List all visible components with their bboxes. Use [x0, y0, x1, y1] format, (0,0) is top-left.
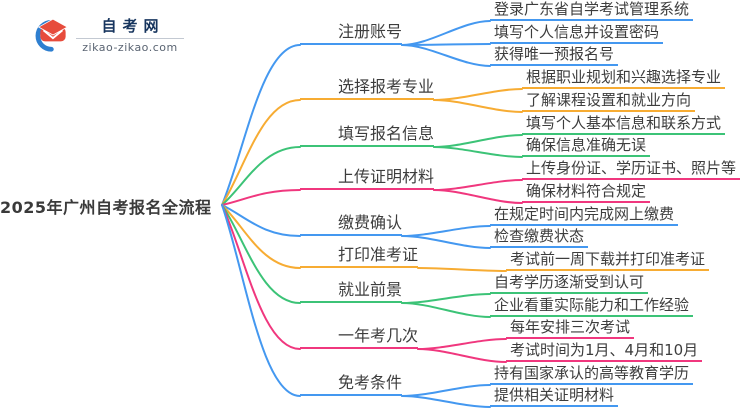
connector-root-b6	[221, 204, 301, 304]
connector-b4-l1	[401, 235, 491, 249]
leaf-login-system[interactable]: 登录广东省自学考试管理系统	[490, 0, 694, 21]
leaf-ability-experience[interactable]: 企业看重实际能力和工作经验	[490, 296, 694, 317]
leaf-check-payment[interactable]: 检查缴费状态	[490, 227, 589, 248]
connector-root-b2	[221, 146, 301, 206]
graduation-cap-icon	[35, 18, 68, 52]
connector-root-b3	[221, 189, 301, 206]
connector-b3-l0	[433, 179, 523, 191]
leaf-course-direction[interactable]: 了解课程设置和就业方向	[522, 91, 696, 112]
logo-divider	[76, 38, 184, 39]
connector-b0-l0	[401, 20, 491, 46]
branch-payment-confirm[interactable]: 缴费确认	[300, 212, 402, 236]
connector-root-b7	[221, 204, 301, 350]
logo-text: 自考网 zikao-zikao.com	[76, 15, 184, 54]
leaf-recognized-degree[interactable]: 持有国家承认的高等教育学历	[490, 364, 694, 385]
branch-upload-materials[interactable]: 上传证明材料	[300, 166, 434, 190]
connector-b5-l0	[417, 267, 507, 272]
connector-b3-l1	[433, 189, 523, 204]
branch-choose-major[interactable]: 选择报考专业	[300, 76, 434, 100]
connector-b8-l0	[401, 384, 491, 397]
branch-career-prospects[interactable]: 就业前景	[300, 279, 402, 303]
connector-b2-l0	[433, 134, 523, 148]
branch-register-account[interactable]: 注册账号	[300, 21, 402, 45]
leaf-get-preregister-id[interactable]: 获得唯一预报名号	[490, 45, 619, 66]
logo-domain: zikao-zikao.com	[82, 41, 178, 54]
branch-exemption[interactable]: 免考条件	[300, 372, 402, 396]
connector-b0-l2	[401, 44, 491, 67]
connector-b6-l1	[401, 302, 491, 318]
leaf-provide-proof[interactable]: 提供相关证明材料	[490, 386, 619, 407]
connector-b0-l1	[401, 43, 491, 46]
logo-title: 自考网	[101, 17, 165, 35]
leaf-download-ticket[interactable]: 考试前一周下载并打印准考证	[506, 250, 710, 271]
connector-root-b0	[221, 44, 301, 206]
connector-root-b1	[221, 99, 301, 206]
connector-b1-l0	[433, 88, 523, 101]
leaf-info-accuracy[interactable]: 确保信息准确无误	[522, 136, 651, 157]
connector-b2-l1	[433, 146, 523, 158]
connector-b7-l1	[417, 348, 507, 363]
root-topic[interactable]: 2025年广州自考报名全流程	[0, 198, 212, 217]
leaf-exam-months[interactable]: 考试时间为1月、4月和10月	[506, 341, 703, 362]
leaf-three-exams[interactable]: 每年安排三次考试	[506, 318, 635, 339]
connector-root-b5	[221, 204, 301, 269]
branch-exams-per-year[interactable]: 一年考几次	[300, 325, 418, 349]
connector-b7-l0	[417, 338, 507, 350]
connector-b6-l0	[401, 293, 491, 304]
branch-print-ticket[interactable]: 打印准考证	[300, 244, 418, 268]
leaf-career-interest[interactable]: 根据职业规划和兴趣选择专业	[522, 68, 726, 89]
leaf-materials-comply[interactable]: 确保材料符合规定	[522, 182, 651, 203]
leaf-set-password[interactable]: 填写个人信息并设置密码	[490, 23, 664, 44]
branch-fill-info[interactable]: 填写报名信息	[300, 123, 434, 147]
connector-root-b4	[221, 204, 301, 237]
leaf-pay-online[interactable]: 在规定时间内完成网上缴费	[490, 205, 679, 226]
connector-b8-l1	[401, 395, 491, 408]
connector-root-b8	[221, 204, 301, 397]
leaf-upload-id-photos[interactable]: 上传身份证、学历证书、照片等	[522, 159, 741, 180]
site-logo: 自考网 zikao-zikao.com	[30, 15, 184, 54]
connector-b1-l1	[433, 99, 523, 113]
leaf-degree-recognized[interactable]: 自考学历逐渐受到认可	[490, 273, 649, 294]
leaf-basic-contact-info[interactable]: 填写个人基本信息和联系方式	[522, 114, 726, 135]
connector-b4-l0	[401, 225, 491, 237]
